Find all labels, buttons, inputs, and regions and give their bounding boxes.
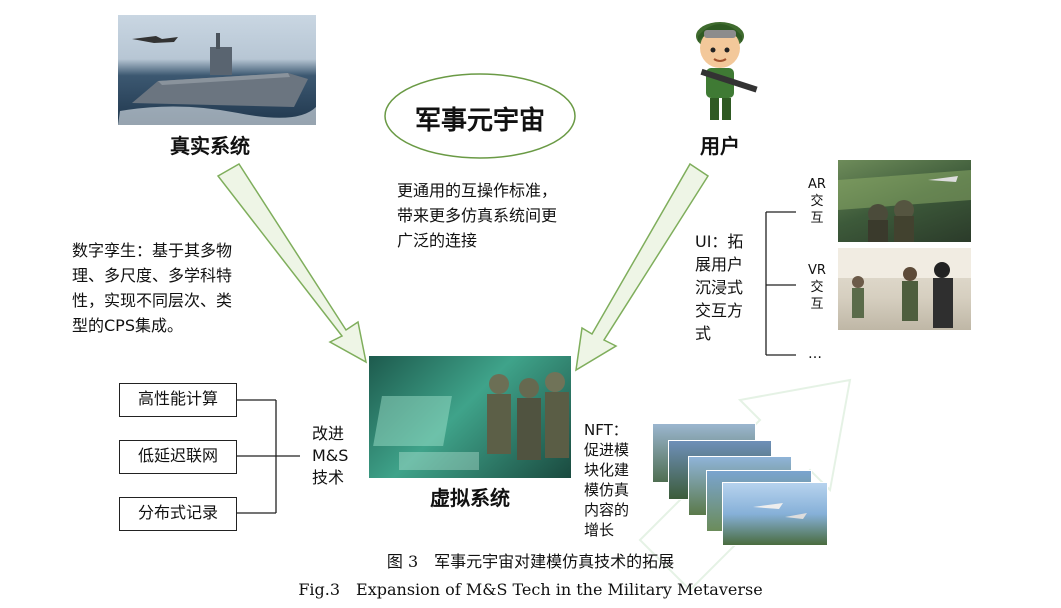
warship-image [118, 15, 316, 125]
ui-line-1: UI：拓 [695, 232, 744, 251]
ui-line-5: 式 [695, 324, 712, 343]
digital-twin-line-1: 数字孪生：基于其多物 [72, 241, 233, 260]
ui-bracket [765, 211, 796, 356]
nft-line-2: 促进模 [584, 441, 630, 459]
tech-box-distributed-ledger: 分布式记录 [119, 497, 237, 531]
ar-line-3: 互 [810, 211, 824, 226]
ellipsis: … [808, 346, 822, 362]
improve-line-3: 技术 [312, 468, 345, 487]
vr-label: VR 交 互 [808, 262, 826, 313]
caption-english: Fig.3 Expansion of M&S Tech in the Milit… [298, 580, 763, 599]
nft-text: NFT： 促进模 块化建 模仿真 内容的 增长 [584, 420, 629, 540]
ar-line-1: AR [808, 177, 826, 192]
digital-twin-line-4: 型的CPS集成。 [72, 316, 183, 335]
ar-interaction-image [838, 160, 971, 242]
improve-line-1: 改进 [312, 424, 345, 443]
vr-line-3: 互 [810, 297, 824, 312]
arrow-user-to-virtual [575, 162, 710, 372]
ui-line-2: 展用户 [695, 255, 744, 274]
user-soldier-image [690, 8, 760, 126]
nft-line-3: 块化建 [584, 461, 630, 479]
nft-line-6: 增长 [584, 521, 615, 539]
user-label: 用户 [700, 134, 740, 158]
digital-twin-text: 数字孪生：基于其多物 理、多尺度、多学科特 性，实现不同层次、类 型的CPS集成… [72, 238, 232, 338]
digital-twin-line-2: 理、多尺度、多学科特 [72, 266, 233, 285]
arrow-real-to-virtual [216, 162, 368, 364]
tech-bracket [236, 399, 300, 514]
interop-line-1: 更通用的互操作标准， [397, 181, 558, 200]
ar-label: AR 交 互 [808, 176, 826, 227]
nft-image-5 [722, 482, 828, 546]
vr-interaction-image [838, 248, 971, 330]
digital-twin-line-3: 性，实现不同层次、类 [72, 291, 233, 310]
improve-text: 改进 M&S 技术 [312, 423, 348, 489]
interop-line-2: 带来更多仿真系统间更 [397, 206, 558, 225]
virtual-system-image [369, 356, 571, 478]
interop-line-3: 广泛的连接 [397, 231, 478, 250]
nft-line-4: 模仿真 [584, 481, 630, 499]
caption-chinese: 图 3 军事元宇宙对建模仿真技术的拓展 [386, 552, 675, 571]
vr-line-1: VR [808, 263, 826, 278]
tech-box-low-latency: 低延迟联网 [119, 440, 237, 474]
virtual-system-label: 虚拟系统 [430, 486, 510, 510]
ui-text: UI：拓 展用户 沉浸式 交互方 式 [695, 230, 743, 345]
ui-line-4: 交互方 [695, 301, 744, 320]
improve-line-2: M&S [312, 446, 349, 465]
background-arrow-watermark [638, 378, 852, 592]
interop-text: 更通用的互操作标准， 带来更多仿真系统间更 广泛的连接 [397, 178, 557, 253]
real-system-label: 真实系统 [170, 134, 250, 158]
tech-box-hpc: 高性能计算 [119, 383, 237, 417]
ui-line-3: 沉浸式 [695, 278, 744, 297]
nft-line-5: 内容的 [584, 501, 630, 519]
metaverse-ellipse [384, 73, 576, 159]
nft-line-1: NFT： [584, 421, 628, 439]
metaverse-title: 军事元宇宙 [414, 106, 545, 136]
ar-line-2: 交 [810, 194, 824, 209]
vr-line-2: 交 [810, 280, 824, 295]
